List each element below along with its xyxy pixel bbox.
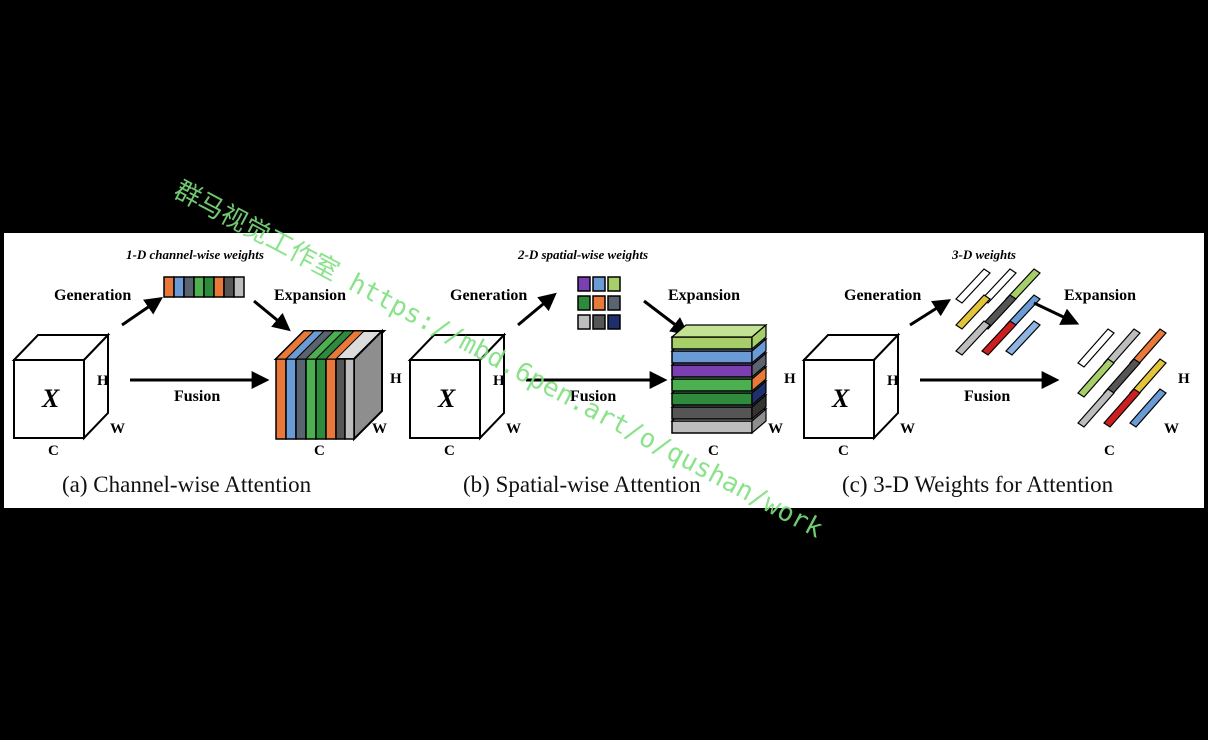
- fusion-label-c: Fusion: [964, 388, 1010, 405]
- input-cube-a: X: [11, 332, 111, 441]
- dim-w-c-out: W: [1164, 421, 1179, 437]
- dim-w-b-out: W: [768, 421, 783, 437]
- input-cube-c: X: [801, 332, 901, 441]
- channel-weights-strip: [163, 276, 245, 298]
- panel-channel-wise: 1-D channel-wise weights Generation Expa…: [11, 247, 402, 497]
- weights-title-c: 3-D weights: [951, 247, 1016, 262]
- expansion-arrow-a: [253, 299, 291, 332]
- dim-w-b-in: W: [506, 421, 521, 437]
- fusion-label-b: Fusion: [570, 388, 616, 405]
- dim-h-a-out: H: [390, 371, 402, 387]
- generation-arrow-b: [517, 292, 557, 327]
- input-cube-b: X: [407, 332, 507, 441]
- dim-c-b-out: C: [708, 443, 719, 459]
- expansion-arrow-c: [1033, 301, 1080, 325]
- spatial-weights-grid: [577, 276, 621, 330]
- expansion-arrow-b: [643, 299, 689, 336]
- output-stack-b: [670, 323, 768, 435]
- 3d-weights-blocks: [955, 268, 1041, 356]
- dim-c-a-out: C: [314, 443, 325, 459]
- expansion-label-c: Expansion: [1064, 287, 1136, 304]
- dim-h-a-in: H: [97, 373, 109, 389]
- caption-c: (c) 3-D Weights for Attention: [842, 472, 1114, 497]
- dim-h-c-out: H: [1178, 371, 1190, 387]
- dim-h-c-in: H: [887, 373, 899, 389]
- panel-3d-weights: 3-D weights Generation Expansion X H W C…: [801, 247, 1190, 497]
- expansion-label-a: Expansion: [274, 287, 346, 304]
- cube-x-label-b: X: [437, 384, 456, 413]
- expansion-label-b: Expansion: [668, 287, 740, 304]
- dim-h-b-out: H: [784, 371, 796, 387]
- cube-x-label-c: X: [831, 384, 850, 413]
- generation-label-b: Generation: [450, 287, 527, 304]
- fusion-label-a: Fusion: [174, 388, 220, 405]
- weights-title-b: 2-D spatial-wise weights: [517, 247, 648, 262]
- caption-b: (b) Spatial-wise Attention: [463, 472, 701, 497]
- output-cube-a: [273, 328, 387, 442]
- output-3d-blocks: [1077, 328, 1167, 428]
- dim-c-c-out: C: [1104, 443, 1115, 459]
- dim-w-a-in: W: [110, 421, 125, 437]
- generation-arrow-a: [121, 296, 163, 327]
- panel-spatial-wise: 2-D spatial-wise weights Generation Expa…: [407, 247, 796, 497]
- dim-c-c-in: C: [838, 443, 849, 459]
- generation-label-a: Generation: [54, 287, 131, 304]
- generation-label-c: Generation: [844, 287, 921, 304]
- dim-w-a-out: W: [372, 421, 387, 437]
- weights-title-a: 1-D channel-wise weights: [126, 247, 264, 262]
- attention-figure: 1-D channel-wise weights Generation Expa…: [4, 233, 1204, 508]
- dim-w-c-in: W: [900, 421, 915, 437]
- cube-x-label-a: X: [41, 384, 60, 413]
- dim-c-a-in: C: [48, 443, 59, 459]
- dim-h-b-in: H: [493, 373, 505, 389]
- dim-c-b-in: C: [444, 443, 455, 459]
- caption-a: (a) Channel-wise Attention: [62, 472, 312, 497]
- generation-arrow-c: [909, 299, 952, 327]
